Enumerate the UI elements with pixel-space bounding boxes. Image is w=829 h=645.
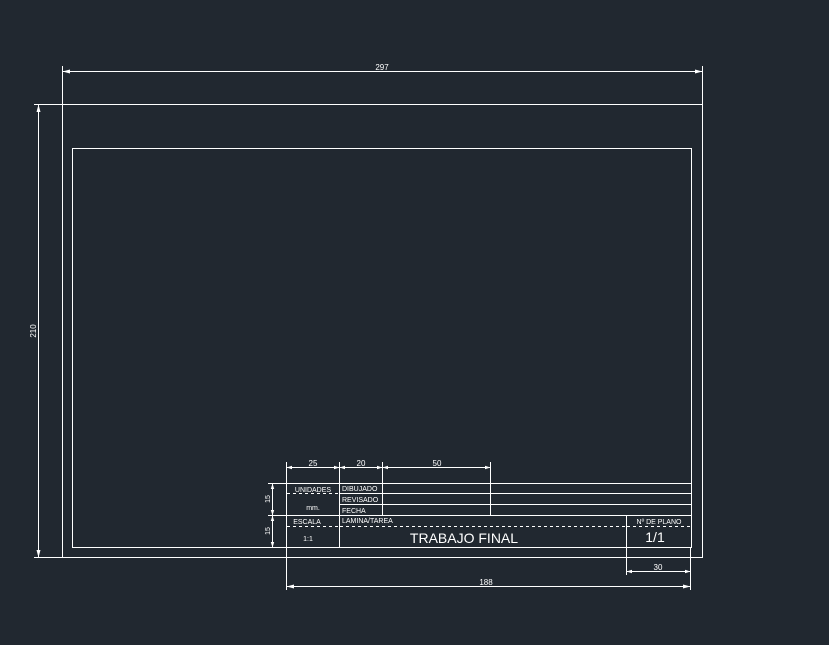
dimension-col-dibujado-label: 20 [357, 459, 366, 468]
escala-label: ESCALA [293, 519, 321, 526]
lamina-value: TRABAJO FINAL [410, 530, 518, 546]
escala-value: 1:1 [303, 536, 313, 543]
dimension-sheet-height-label: 210 [29, 324, 38, 338]
dimension-row-bottom-label: 15 [265, 527, 272, 535]
drawing-frame [72, 148, 692, 548]
fecha-label: FECHA [342, 508, 366, 515]
dimension-col-name-label: 50 [433, 459, 442, 468]
dimension-block-width: 188 [286, 548, 691, 590]
unidades-value: mm. [306, 505, 320, 512]
lamina-label: LAMINA/TAREA [342, 518, 393, 525]
dimension-row-top-label: 15 [265, 495, 272, 503]
dimension-col-unidades-label: 25 [309, 459, 318, 468]
dimension-block-width-label: 188 [479, 578, 493, 587]
dimension-sheet-width: 297 [62, 63, 703, 104]
unidades-label: UNIDADES [295, 487, 332, 494]
title-block: UNIDADES mm. DIBUJADO REVISADO FECHA ESC… [286, 483, 691, 548]
plano-value: 1/1 [645, 529, 665, 545]
dimension-plano-width-label: 30 [654, 563, 663, 572]
sheet-border [62, 104, 703, 558]
plano-label: Nº DE PLANO [637, 519, 683, 526]
dibujado-label: DIBUJADO [342, 486, 378, 493]
dimension-sheet-width-label: 297 [375, 63, 389, 72]
dimension-title-rows: 15 15 [265, 483, 286, 548]
dimension-plano-width: 30 [626, 548, 691, 575]
dimension-sheet-height: 210 [29, 104, 62, 558]
dimension-title-columns: 25 20 50 [286, 459, 491, 483]
revisado-label: REVISADO [342, 497, 379, 504]
